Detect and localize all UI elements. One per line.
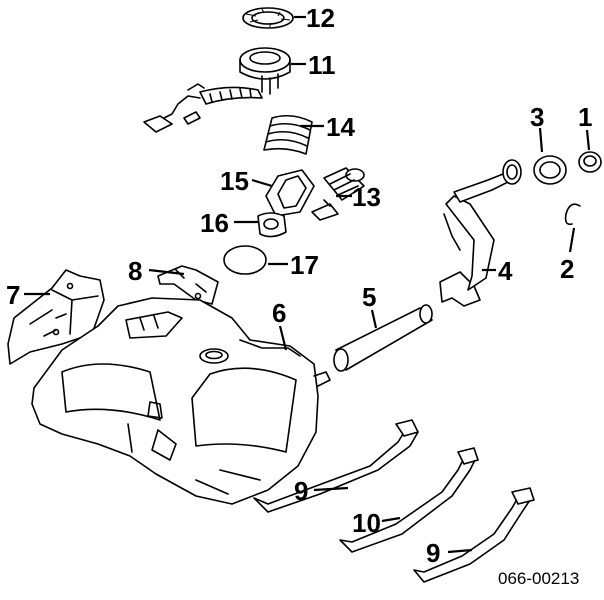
callout-13: 13 xyxy=(352,182,381,212)
part-10-strap xyxy=(339,447,479,553)
part-3-seal-ring xyxy=(533,155,567,185)
part-5-filler-hose xyxy=(333,304,433,372)
part-14-foam-pad xyxy=(263,114,313,155)
callout-2: 2 xyxy=(560,254,574,284)
part-2-tether xyxy=(564,203,581,226)
callout-16: 16 xyxy=(200,208,229,238)
callout-11: 11 xyxy=(308,50,336,80)
callout-15: 15 xyxy=(220,166,249,196)
part-6-fuel-tank xyxy=(31,297,331,505)
callout-7: 7 xyxy=(6,280,20,310)
part-15-pump-bracket xyxy=(265,169,315,217)
callout-5: 5 xyxy=(362,282,376,312)
callout-8: 8 xyxy=(128,256,142,286)
part-13-fuel-pump xyxy=(311,167,365,221)
part-7-shield xyxy=(7,269,105,365)
callout-labels: 12 11 14 15 16 13 17 8 7 6 5 4 3 1 2 9 1… xyxy=(6,3,592,568)
diagram-reference-number: 066-00213 xyxy=(498,569,579,588)
callout-1: 1 xyxy=(578,102,592,132)
callout-4: 4 xyxy=(498,256,513,286)
callout-10: 10 xyxy=(352,508,381,538)
part-11-pump-module xyxy=(143,47,291,133)
callout-9-lower: 9 xyxy=(426,538,440,568)
callout-17: 17 xyxy=(290,250,319,280)
callout-3: 3 xyxy=(530,102,544,132)
part-12-lock-ring xyxy=(242,7,294,29)
callout-14: 14 xyxy=(326,112,355,142)
part-4-filler-neck xyxy=(439,159,522,307)
part-1-fuel-cap xyxy=(578,151,602,173)
leader-lines xyxy=(24,15,591,554)
callout-12: 12 xyxy=(306,3,335,33)
part-9-strap-upper xyxy=(253,419,419,513)
part-9-strap-lower xyxy=(413,487,535,583)
part-16-cushion xyxy=(257,212,287,238)
part-17-filter xyxy=(223,245,267,275)
callout-6: 6 xyxy=(272,298,286,328)
callout-9-upper: 9 xyxy=(294,476,308,506)
